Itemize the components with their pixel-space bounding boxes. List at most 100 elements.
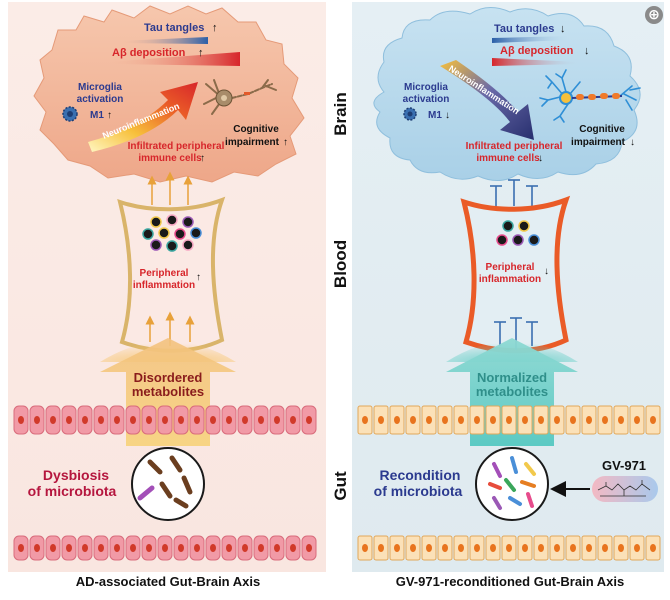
right-abeta-arrow: ↓ — [584, 45, 590, 57]
cell-nucleus — [522, 416, 528, 424]
cell-nucleus — [570, 416, 576, 424]
right-microglia-icon — [403, 107, 417, 121]
left-infiltrated-label: Infiltrated peripheral — [128, 141, 225, 152]
left-immune-cells-label: immune cells — [138, 153, 202, 164]
cell-nucleus — [554, 544, 560, 552]
cell-nucleus — [522, 544, 528, 552]
right-microglia-label: Microglia — [404, 82, 448, 93]
cell-nucleus — [274, 416, 280, 424]
right-abeta-bar — [492, 58, 580, 66]
cell-nucleus — [410, 416, 416, 424]
cell-nucleus — [258, 416, 264, 424]
left-abeta-arrow: ↑ — [198, 47, 204, 59]
left-tau-arrow: ↑ — [212, 22, 218, 34]
cell-nucleus — [474, 416, 480, 424]
left-bacteria — [137, 455, 193, 509]
cell-nucleus — [178, 416, 184, 424]
cell-nucleus — [490, 544, 496, 552]
cell-nucleus — [458, 544, 464, 552]
cell-nucleus — [634, 544, 640, 552]
left-tau-label: Tau tangles — [144, 22, 204, 34]
left-abeta-bar — [108, 52, 240, 66]
right-normalized-label: Normalized — [477, 370, 547, 385]
cell-nucleus — [634, 416, 640, 424]
cell-nucleus — [394, 544, 400, 552]
cell-nucleus — [34, 544, 40, 552]
right-neuron-axon — [571, 93, 623, 100]
cell-nucleus — [506, 416, 512, 424]
cell-nucleus — [378, 416, 384, 424]
cell-nucleus — [178, 544, 184, 552]
cell-nucleus — [538, 544, 544, 552]
cell-nucleus — [50, 416, 56, 424]
left-cognitive-arrow: ↑ — [283, 137, 288, 148]
left-microglia-label: Microglia — [78, 82, 122, 93]
cell-nucleus — [410, 544, 416, 552]
left-cognitive-label: Cognitive — [233, 124, 279, 135]
cell-nucleus — [50, 544, 56, 552]
cell-nucleus — [162, 544, 168, 552]
left-activation-label: activation — [77, 94, 124, 105]
right-brain-cloud — [373, 7, 641, 181]
cell-nucleus — [162, 416, 168, 424]
cell-nucleus — [306, 416, 312, 424]
cell-nucleus — [18, 544, 24, 552]
cell-nucleus — [586, 544, 592, 552]
cell-nucleus — [34, 416, 40, 424]
cell-nucleus — [586, 416, 592, 424]
cell-nucleus — [650, 544, 656, 552]
right-epithelium-top — [357, 405, 661, 435]
cell-nucleus — [306, 544, 312, 552]
cell-nucleus — [146, 416, 152, 424]
right-neuroinflammation-arrow — [440, 60, 534, 140]
right-impairment-label: impairment — [571, 137, 626, 148]
gv971-label: GV-971 — [602, 458, 646, 473]
left-neuroinflammation-arrow — [88, 82, 198, 152]
right-bacteria — [488, 456, 536, 510]
cell-nucleus — [226, 416, 232, 424]
cell-nucleus — [242, 416, 248, 424]
cell-nucleus — [82, 416, 88, 424]
right-peripheral-arrow: ↓ — [544, 266, 549, 277]
cell-nucleus — [554, 416, 560, 424]
left-inflammation-label: inflammation — [133, 280, 195, 291]
zoom-in-icon[interactable]: ⊕ — [645, 6, 663, 24]
left-peripheral-arrow: ↑ — [196, 272, 201, 283]
cell-nucleus — [66, 544, 72, 552]
right-m1-label: M1 — [428, 110, 442, 121]
right-tau-bar — [492, 36, 570, 43]
right-metabolites-label: metabolites — [476, 384, 548, 399]
cell-nucleus — [506, 544, 512, 552]
right-immune-arrow: ↓ — [538, 153, 543, 164]
cell-nucleus — [98, 416, 104, 424]
left-peripheral-label: Peripheral — [140, 268, 189, 279]
right-tau-arrow: ↓ — [560, 23, 566, 35]
cell-nucleus — [618, 544, 624, 552]
right-footer-title: GV-971-reconditioned Gut-Brain Axis — [396, 574, 625, 589]
cell-nucleus — [458, 416, 464, 424]
cell-nucleus — [130, 416, 136, 424]
cell-nucleus — [210, 416, 216, 424]
left-m1-label: M1 — [90, 110, 104, 121]
right-tau-label: Tau tangles — [494, 23, 554, 35]
left-microglia-icon — [62, 106, 78, 122]
left-blood-cells — [142, 214, 202, 252]
blood-label: Blood — [331, 240, 350, 288]
right-m1-arrow: ↓ — [445, 110, 450, 121]
cell-nucleus — [66, 416, 72, 424]
cell-nucleus — [194, 544, 200, 552]
left-tau-bar — [120, 37, 208, 44]
left-epithelium-top — [13, 405, 317, 435]
cell-nucleus — [442, 544, 448, 552]
cell-nucleus — [242, 544, 248, 552]
cell-nucleus — [602, 544, 608, 552]
cell-nucleus — [258, 544, 264, 552]
left-dysbiosis-label: Dysbiosis — [43, 467, 109, 483]
right-cognitive-label: Cognitive — [579, 124, 625, 135]
cell-nucleus — [362, 416, 368, 424]
right-immune-cells-label: immune cells — [476, 153, 540, 164]
gut-label: Gut — [331, 471, 350, 501]
left-epithelium-bottom — [13, 535, 317, 561]
cell-nucleus — [18, 416, 24, 424]
